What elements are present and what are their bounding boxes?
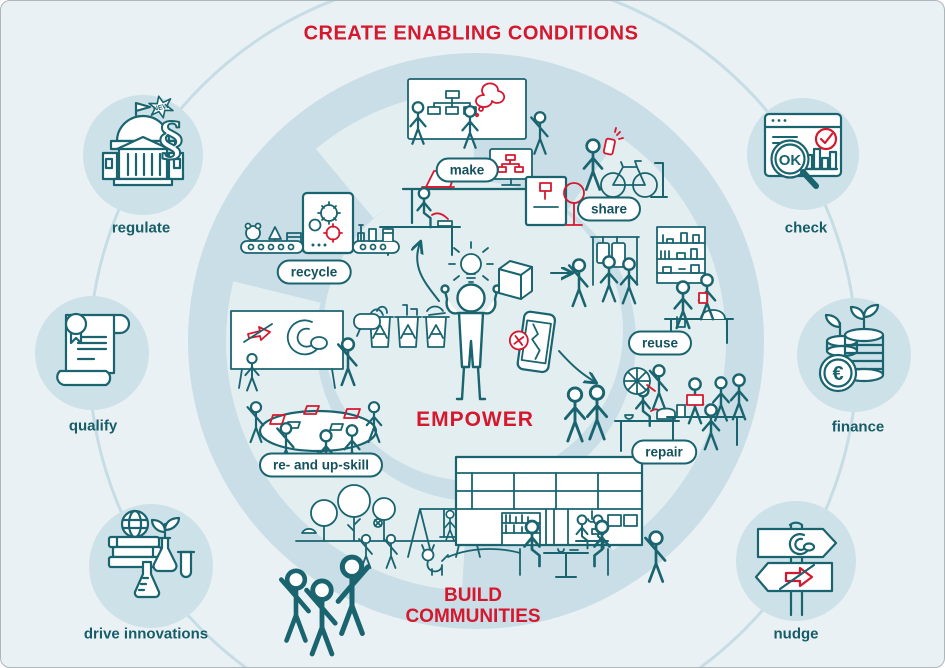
scene-build-communities	[281, 455, 667, 654]
scene-reuse	[567, 226, 734, 344]
signpost-no-linear-sign	[754, 561, 834, 593]
books-globe-lab-icon	[107, 509, 196, 599]
node-label-nudge: nudge	[773, 625, 819, 643]
flow-arrows	[417, 243, 595, 382]
activity-pill-share: share	[576, 196, 642, 222]
scene-reskill	[230, 310, 383, 475]
signpost-recycle-sign	[756, 527, 838, 559]
box-glyph	[498, 260, 533, 300]
beaker-glyph	[133, 560, 161, 599]
certificate-scroll-icon	[56, 312, 131, 387]
flask-plant-glyph	[150, 516, 181, 573]
clothes-rack-glyph	[590, 236, 640, 286]
community-building-glyph	[454, 455, 644, 550]
printer-3d-glyph	[524, 175, 585, 227]
activity-pill-reskill: re- and up-skill	[258, 452, 384, 478]
diagram-title: CREATE ENABLING CONDITIONS	[303, 22, 639, 45]
dog-glyph	[421, 544, 521, 576]
node-label-finance: finance	[831, 418, 885, 436]
government-building-paragraph-icon: § NEW	[101, 95, 185, 187]
activity-pill-reuse: reuse	[627, 330, 693, 356]
seal-glyph	[64, 312, 88, 345]
monitor-glyph	[489, 148, 533, 186]
empowered-person	[440, 283, 502, 401]
signpost-directions-icon	[754, 521, 838, 617]
magnifier-glyph: OK	[770, 139, 819, 189]
activity-pill-repair: repair	[631, 439, 697, 465]
books-glyph	[107, 535, 163, 569]
test-tube-glyph	[176, 550, 196, 579]
svg-text:§: §	[159, 112, 183, 166]
svg-text:€: €	[832, 363, 843, 385]
sprout-glyph	[824, 303, 880, 337]
globe-glyph	[120, 509, 150, 539]
gears-glyph	[308, 201, 343, 247]
scene-recycle	[240, 191, 400, 255]
kids-playing-glyph	[358, 518, 398, 569]
node-label-drive-innovations: drive innovations	[83, 625, 209, 643]
conveyor-items-in	[244, 222, 302, 244]
conveyor-belt-glyph	[240, 240, 400, 254]
euro-coin-glyph: €	[818, 353, 858, 393]
svg-text:NEW: NEW	[152, 103, 170, 113]
thought-bubble-glyph	[474, 82, 506, 118]
phone-share-glyph	[602, 127, 624, 156]
svg-text:OK: OK	[779, 152, 802, 169]
conveyor-items-out	[357, 224, 394, 242]
circular-economy-logo-glyph	[286, 319, 328, 356]
node-label-regulate: regulate	[111, 219, 171, 237]
lightbulb-glyph	[448, 241, 494, 283]
repair-wheel-glyph	[623, 367, 656, 395]
activity-pill-recycle: recycle	[276, 259, 352, 285]
node-label-check: check	[784, 219, 828, 237]
scene-make	[379, 78, 585, 256]
no-linear-arrow-glyph	[243, 323, 273, 343]
activity-pill-make: make	[435, 157, 499, 183]
bicycle-glyph	[600, 160, 668, 198]
coins-sprout-euro-icon: €	[818, 303, 885, 393]
check-badge	[814, 127, 838, 151]
bottom-label-build-communities: BUILD COMMUNITIES	[405, 585, 541, 627]
new-badge: NEW	[148, 95, 174, 119]
scene-share	[582, 127, 668, 198]
node-label-qualify: qualify	[68, 417, 118, 435]
center-label-empower: EMPOWER	[416, 408, 534, 431]
shelf-unit-glyph	[656, 226, 706, 284]
magnifier-ok-report-icon: OK	[763, 112, 843, 189]
scene-empower	[366, 241, 557, 401]
counter-glyph	[664, 273, 734, 344]
broken-phone-glyph	[508, 310, 557, 374]
